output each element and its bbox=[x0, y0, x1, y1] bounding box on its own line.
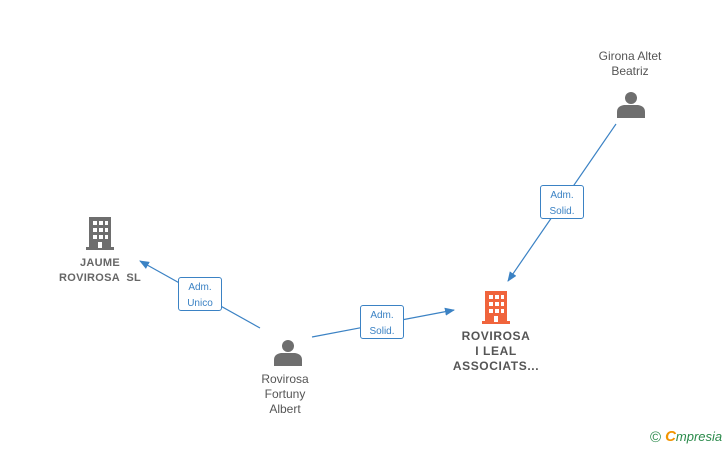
edge-badge-fortuny-to-jaume[interactable]: Adm. Unico bbox=[178, 277, 222, 311]
node-label-line: Albert bbox=[269, 402, 301, 416]
edge-badge-line: Solid. bbox=[369, 326, 395, 337]
edge-badge-line: Adm. bbox=[550, 190, 574, 201]
node-label-girona[interactable]: Girona Altet Beatriz bbox=[580, 49, 680, 79]
node-label-line: JAUME bbox=[79, 257, 120, 269]
edge-badge-line: Adm. bbox=[188, 282, 212, 293]
node-label-rovirosa-fortuny[interactable]: Rovirosa Fortuny Albert bbox=[235, 372, 335, 417]
person-icon[interactable] bbox=[274, 340, 302, 366]
node-label-line: ASSOCIATS... bbox=[452, 359, 540, 373]
empresia-watermark: ©Cmpresia bbox=[650, 428, 722, 446]
node-label-line: I LEAL bbox=[475, 344, 517, 358]
person-icon[interactable] bbox=[617, 92, 645, 118]
node-label-line: ROVIROSA bbox=[461, 329, 531, 343]
node-label-jaume[interactable]: JAUME ROVIROSA SL bbox=[40, 256, 160, 286]
node-label-rovirosa-leal[interactable]: ROVIROSA I LEAL ASSOCIATS... bbox=[436, 329, 556, 374]
building-icon[interactable] bbox=[482, 291, 510, 324]
brand-logo-text: mpresia bbox=[675, 429, 723, 444]
node-label-line: Fortuny bbox=[264, 387, 306, 401]
edge-badge-line: Adm. bbox=[370, 310, 394, 321]
edge-badge-fortuny-to-leal[interactable]: Adm. Solid. bbox=[360, 305, 404, 339]
node-label-line: Beatriz bbox=[611, 64, 649, 78]
building-icon[interactable] bbox=[86, 217, 114, 250]
brand-logo-initial: C bbox=[665, 428, 676, 445]
node-label-line: Girona Altet bbox=[598, 49, 662, 63]
node-label-line: Rovirosa bbox=[261, 372, 309, 386]
edge-badge-line: Solid. bbox=[549, 206, 575, 217]
copyright-symbol: © bbox=[650, 429, 662, 446]
edge-badge-line: Unico bbox=[187, 298, 213, 309]
node-label-line: ROVIROSA SL bbox=[58, 272, 142, 284]
edge-badge-girona-to-leal[interactable]: Adm. Solid. bbox=[540, 185, 584, 219]
